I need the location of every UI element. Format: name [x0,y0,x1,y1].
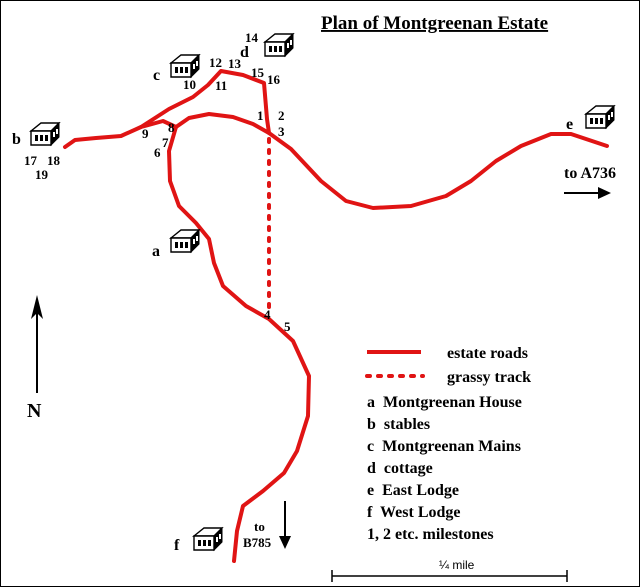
north-arrow-icon [31,295,43,393]
milestone-8: 8 [168,120,175,135]
house-icon [264,33,294,57]
legend-roads-label: estate roads [447,345,528,362]
house-icon [170,229,200,253]
legend-item-d: d cottage [367,460,433,477]
house-icon [170,54,200,78]
milestone-5: 5 [284,319,291,334]
place-label-e: e [566,116,573,133]
east-arrow-icon [564,187,611,199]
house-icon [585,105,615,129]
milestone-4: 4 [264,307,271,322]
south-arrow-icon [279,501,291,549]
direction-south-label-1: to [254,519,265,534]
road-west-branch [63,119,178,149]
road-south [167,125,311,563]
place-label-b: b [12,131,21,148]
legend-item-e: e East Lodge [367,482,459,499]
milestone-3: 3 [278,124,285,139]
milestone-13: 13 [228,56,242,71]
place-label-c: c [153,67,160,84]
map-title: Plan of Montgreenan Estate [321,13,548,34]
direction-east-label: to A736 [564,165,616,182]
place-label-a: a [152,243,160,260]
road-main-loop [174,112,609,210]
milestones: 1 2 3 4 5 6 7 8 9 10 11 12 13 14 15 16 1… [24,30,291,334]
road-north-loop [139,69,271,135]
milestone-15: 15 [251,65,265,80]
milestone-7: 7 [162,135,169,150]
north-label: N [27,400,42,422]
legend-item-f: f West Lodge [367,504,460,521]
milestone-19: 19 [35,167,49,182]
legend-item-a: a Montgreenan House [367,394,522,411]
milestone-16: 16 [267,72,281,87]
milestone-12: 12 [209,55,222,70]
milestone-9: 9 [142,126,149,141]
legend-track-label: grassy track [447,369,531,386]
scale-label: ¼ mile [439,558,475,572]
legend: estate roads grassy track a Montgreenan … [365,345,531,543]
scale-bar [331,570,568,582]
estate-roads [63,69,609,563]
legend-item-b: b stables [367,416,430,433]
place-label-d: d [240,44,249,61]
legend-item-c: c Montgreenan Mains [367,438,521,455]
house-icon [193,527,223,551]
milestone-17: 17 [24,153,38,168]
direction-south-label-2: B785 [243,535,272,550]
house-icon [30,122,60,146]
milestone-2: 2 [278,108,285,123]
milestone-14: 14 [245,30,259,45]
milestone-10: 10 [183,77,196,92]
milestone-6: 6 [154,145,161,160]
legend-item-milestones: 1, 2 etc. milestones [367,526,494,543]
milestone-18: 18 [47,153,61,168]
milestone-1: 1 [257,108,264,123]
milestone-11: 11 [215,78,227,93]
place-label-f: f [174,537,180,554]
